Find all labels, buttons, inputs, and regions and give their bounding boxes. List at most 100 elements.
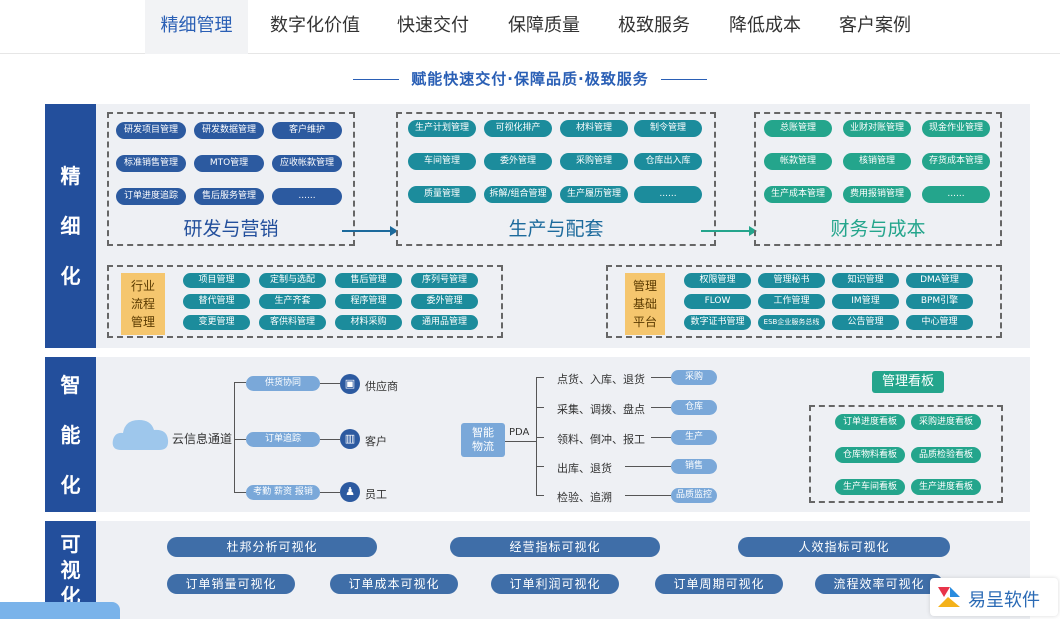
industry-item[interactable]: 售后管理 <box>335 273 402 288</box>
tab-quality[interactable]: 保障质量 <box>508 15 580 36</box>
fin-item[interactable]: 存货成本管理 <box>922 153 990 170</box>
fin-item[interactable]: 帐款管理 <box>764 153 832 170</box>
industry-item[interactable]: 项目管理 <box>183 273 250 288</box>
kanban-item[interactable]: 订单进度看板 <box>835 414 905 430</box>
brand-logo: 易呈软件 <box>930 578 1058 616</box>
fin-item[interactable]: 核销管理 <box>843 153 911 170</box>
tab-digital-value[interactable]: 数字化价值 <box>270 15 360 36</box>
visual-item[interactable]: 经营指标可视化 <box>450 537 660 557</box>
industry-item[interactable]: 材料采购 <box>335 315 402 330</box>
mgmt-item[interactable]: 管理秘书 <box>758 273 825 288</box>
prod-item[interactable]: 材料管理 <box>560 120 628 137</box>
rd-title: 研发与营销 <box>183 218 279 240</box>
tab-fast-delivery[interactable]: 快速交付 <box>397 15 469 36</box>
mgmt-item[interactable]: 权限管理 <box>684 273 751 288</box>
cloud-label: 云信息通道 <box>172 432 233 446</box>
kanban-item[interactable]: 采购进度看板 <box>911 414 981 430</box>
visual-item[interactable]: 流程效率可视化 <box>815 574 943 594</box>
prod-item[interactable]: 仓库出入库 <box>634 153 702 170</box>
rd-item[interactable]: 研发项目管理 <box>116 122 186 139</box>
kanban-item[interactable]: 生产进度看板 <box>911 479 981 495</box>
flow-pill[interactable]: 销售 <box>671 459 717 474</box>
industry-item[interactable]: 客供料管理 <box>259 315 326 330</box>
industry-item[interactable]: 定制与选配 <box>259 273 326 288</box>
visual-item[interactable]: 订单周期可视化 <box>655 574 783 594</box>
kanban-item[interactable]: 生产车间看板 <box>835 479 905 495</box>
kanban-title: 管理看板 <box>872 371 944 393</box>
industry-item[interactable]: 通用品管理 <box>411 315 478 330</box>
prod-item[interactable]: 制令管理 <box>634 120 702 137</box>
visual-item[interactable]: 订单销量可视化 <box>167 574 295 594</box>
band-fine: 精细化 研发项目管理 研发数据管理 客户维护 标准销售管理 MTO管理 应收帐款… <box>45 104 1030 348</box>
prod-item[interactable]: 车间管理 <box>408 153 476 170</box>
fin-item[interactable]: ...... <box>922 186 990 203</box>
prod-item[interactable]: 质量管理 <box>408 186 476 203</box>
mgmt-item[interactable]: FLOW <box>684 294 751 309</box>
flow-branch <box>536 377 544 378</box>
prod-item[interactable]: ...... <box>634 186 702 203</box>
fin-item[interactable]: 业财对账管理 <box>843 120 911 137</box>
prod-item[interactable]: 生产计划管理 <box>408 120 476 137</box>
channel-pill-order[interactable]: 订单追踪 <box>246 432 320 447</box>
mgmt-item[interactable]: 工作管理 <box>758 294 825 309</box>
pda-label: PDA <box>509 427 530 438</box>
industry-item[interactable]: 委外管理 <box>411 294 478 309</box>
band-label-fine: 精细化 <box>45 104 96 348</box>
industry-item[interactable]: 序列号管理 <box>411 273 478 288</box>
channel-pill-supply[interactable]: 供货协同 <box>246 376 320 391</box>
visual-item[interactable]: 杜邦分析可视化 <box>167 537 377 557</box>
tab-fine-management[interactable]: 精细管理 <box>145 0 248 54</box>
fin-item[interactable]: 费用报销管理 <box>843 186 911 203</box>
prod-item[interactable]: 委外管理 <box>484 153 552 170</box>
flow-branch <box>536 495 544 496</box>
fin-item[interactable]: 现金作业管理 <box>922 120 990 137</box>
channel-target-staff: 员工 <box>365 488 387 501</box>
branch-line <box>234 492 246 493</box>
mgmt-item[interactable]: 知识管理 <box>832 273 899 288</box>
mgmt-item[interactable]: BPM引擎 <box>906 294 973 309</box>
mgmt-item[interactable]: DMA管理 <box>906 273 973 288</box>
rd-item[interactable]: 售后服务管理 <box>194 188 264 205</box>
prod-item[interactable]: 生产履历管理 <box>560 186 628 203</box>
mgmt-item[interactable]: 中心管理 <box>906 315 973 330</box>
industry-item[interactable]: 变更管理 <box>183 315 250 330</box>
rd-box: 研发项目管理 研发数据管理 客户维护 标准销售管理 MTO管理 应收帐款管理 订… <box>107 112 355 246</box>
rd-item[interactable]: 研发数据管理 <box>194 122 264 139</box>
mgmt-item[interactable]: 公告管理 <box>832 315 899 330</box>
flow-text: 领料、倒冲、报工 <box>557 433 645 446</box>
visual-item[interactable]: 订单成本可视化 <box>330 574 458 594</box>
industry-item[interactable]: 程序管理 <box>335 294 402 309</box>
rd-item[interactable]: 标准销售管理 <box>116 155 186 172</box>
prod-item[interactable]: 拆解/组合管理 <box>484 186 552 203</box>
tab-cost[interactable]: 降低成本 <box>729 15 801 36</box>
visual-item[interactable]: 人效指标可视化 <box>738 537 950 557</box>
kanban-item[interactable]: 品质检验看板 <box>911 447 981 463</box>
flow-pill[interactable]: 生产 <box>671 430 717 445</box>
prod-item[interactable]: 可视化排产 <box>484 120 552 137</box>
flow-pill[interactable]: 品质监控 <box>671 488 717 503</box>
mgmt-item[interactable]: ESB企业服务总线 <box>758 315 825 330</box>
rd-item[interactable]: ...... <box>272 188 342 205</box>
prod-item[interactable]: 采购管理 <box>560 153 628 170</box>
tab-service[interactable]: 极致服务 <box>618 15 690 36</box>
scroll-indicator[interactable] <box>0 602 120 619</box>
channel-pill-hr[interactable]: 考勤 薪资 报销 <box>246 485 320 500</box>
flow-pill[interactable]: 采购 <box>671 370 717 385</box>
logistics-box: 智能物流 <box>461 423 505 457</box>
rd-item[interactable]: MTO管理 <box>194 155 264 172</box>
tab-cases[interactable]: 客户案例 <box>839 15 911 36</box>
rd-item[interactable]: 客户维护 <box>272 122 342 139</box>
kanban-item[interactable]: 仓库物料看板 <box>835 447 905 463</box>
fin-item[interactable]: 生产成本管理 <box>764 186 832 203</box>
visual-item[interactable]: 订单利润可视化 <box>491 574 619 594</box>
rd-item[interactable]: 应收帐款管理 <box>272 155 342 172</box>
flow-text: 点货、入库、退货 <box>557 373 645 386</box>
band-label-smart: 智能化 <box>45 357 96 512</box>
industry-item[interactable]: 生产齐套 <box>259 294 326 309</box>
fin-item[interactable]: 总账管理 <box>764 120 832 137</box>
flow-pill[interactable]: 仓库 <box>671 400 717 415</box>
industry-item[interactable]: 替代管理 <box>183 294 250 309</box>
mgmt-item[interactable]: IM管理 <box>832 294 899 309</box>
rd-item[interactable]: 订单进度追踪 <box>116 188 186 205</box>
mgmt-item[interactable]: 数字证书管理 <box>684 315 751 330</box>
